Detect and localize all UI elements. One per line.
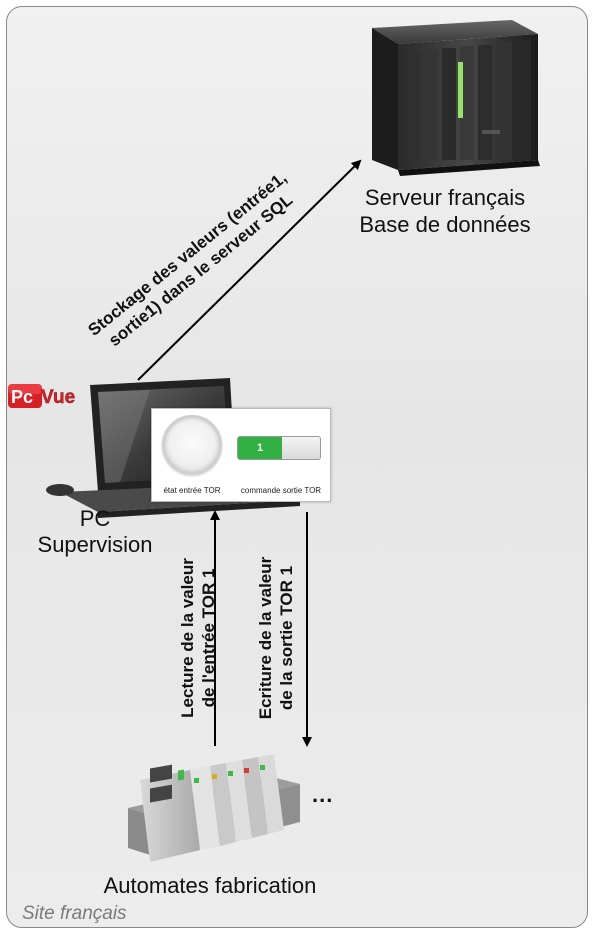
server-label-line2: Base de données: [359, 212, 531, 237]
write-label-line1: Ecriture de la valeur: [256, 556, 275, 720]
server-icon: [372, 20, 540, 176]
pcvue-logo: Pc Vue: [8, 384, 75, 408]
pc-label-line2: Supervision: [37, 532, 153, 557]
read-label-line1: Lecture de la valeur: [178, 558, 197, 718]
plc-label: Automates fabrication: [103, 873, 317, 898]
output-command-toggle[interactable]: 1: [237, 436, 321, 460]
write-arrow-label: Ecriture de la valeur de la sortie TOR 1: [255, 533, 297, 743]
storage-arrow: [137, 159, 362, 381]
read-label-line2: de l'entrée TOR 1: [199, 568, 218, 708]
input-status-led: [162, 415, 222, 475]
pcvue-logo-text: Pc: [11, 387, 33, 407]
site-label: Site français: [22, 903, 127, 924]
more-plcs-ellipsis: ...: [312, 782, 334, 807]
plc-icon: [128, 754, 300, 862]
server-label: Serveur français Base de données: [325, 184, 565, 238]
toggle-on-value: 1: [238, 437, 282, 459]
pc-label-line1: PC: [79, 506, 111, 531]
server-label-line1: Serveur français: [364, 185, 526, 210]
pc-label: PC Supervision: [10, 506, 180, 558]
toggle-caption: commande sortie TOR: [240, 486, 322, 495]
led-caption: état entrée TOR: [163, 486, 221, 495]
write-label-line2: de la sortie TOR 1: [277, 565, 296, 711]
svg-text:Vue: Vue: [41, 387, 75, 408]
read-arrow-label: Lecture de la valeur de l'entrée TOR 1: [177, 533, 219, 743]
hmi-panel: 1 état entrée TOR commande sortie TOR: [151, 408, 331, 502]
